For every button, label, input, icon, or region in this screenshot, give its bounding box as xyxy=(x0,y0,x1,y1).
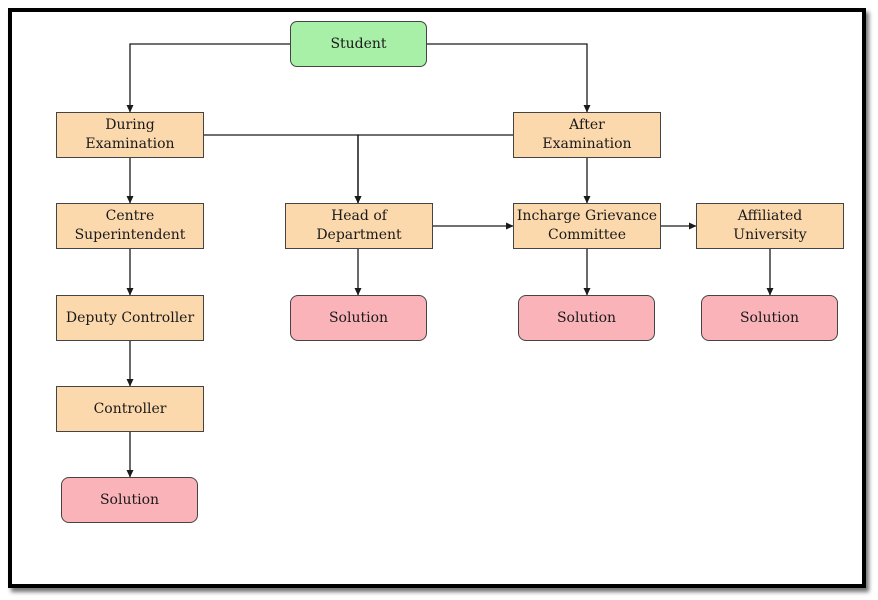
affiliated-university-node: Affiliated University xyxy=(696,203,844,249)
incharge-grievance-committee-label: Incharge Grievance Committee xyxy=(516,208,658,243)
student-node: Student xyxy=(290,21,427,67)
arrow-after-to-hod xyxy=(354,134,513,204)
solution-label: Solution xyxy=(328,309,389,326)
arrow-student-to-during xyxy=(126,43,290,113)
solution-node-affiliated: Solution xyxy=(701,295,838,341)
during-examination-label: During Examination xyxy=(85,117,175,152)
centre-superintendent-label: Centre Superintendent xyxy=(74,208,186,243)
after-examination-node: After Examination xyxy=(513,112,661,158)
solution-node-incharge: Solution xyxy=(518,295,655,341)
incharge-grievance-committee-node: Incharge Grievance Committee xyxy=(513,203,661,249)
student-label: Student xyxy=(330,35,387,52)
affiliated-university-label: Affiliated University xyxy=(733,208,807,243)
deputy-controller-label: Deputy Controller xyxy=(65,309,195,326)
head-of-department-label: Head of Department xyxy=(316,208,402,243)
solution-label: Solution xyxy=(99,491,160,508)
head-of-department-node: Head of Department xyxy=(285,203,433,249)
after-examination-label: After Examination xyxy=(542,117,632,152)
controller-node: Controller xyxy=(56,386,204,432)
solution-node-hod: Solution xyxy=(290,295,427,341)
arrow-student-to-after xyxy=(427,43,591,113)
during-examination-node: During Examination xyxy=(56,112,204,158)
solution-label: Solution xyxy=(739,309,800,326)
solution-node-controller: Solution xyxy=(61,477,198,523)
controller-label: Controller xyxy=(93,400,167,417)
deputy-controller-node: Deputy Controller xyxy=(56,295,204,341)
arrow-during-to-hod xyxy=(204,134,362,204)
solution-label: Solution xyxy=(556,309,617,326)
centre-superintendent-node: Centre Superintendent xyxy=(56,203,204,249)
